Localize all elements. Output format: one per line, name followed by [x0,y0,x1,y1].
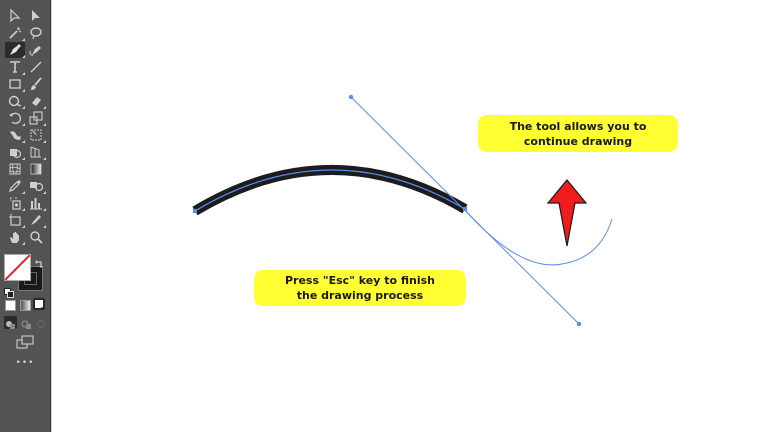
rectangle-tool[interactable] [5,76,25,92]
gradient-tool[interactable] [26,161,46,177]
anchor-point-end [463,207,467,211]
none-slash-icon [40,306,43,308]
draw-normal-icon [6,321,15,329]
swap-fill-stroke-button[interactable] [34,254,44,268]
shape-builder-tool[interactable] [5,144,25,160]
paintbrush-tool[interactable] [26,76,46,92]
paintbrush-icon [31,77,42,90]
tools-panel: ••• [0,0,51,432]
scale-tool[interactable] [26,110,46,126]
shaper-icon [8,95,22,107]
none-mode-button[interactable] [33,298,45,310]
fill-swatch[interactable] [4,254,31,281]
red-arrow-icon [546,179,588,247]
eraser-icon [32,97,41,106]
free-transform-icon [30,129,42,141]
magnifier-icon [30,231,43,244]
eyedropper-icon [9,180,21,192]
draw-inside-icon [37,320,45,328]
rectangle-icon [9,79,21,89]
zoom-tool[interactable] [26,229,46,245]
lasso-icon [30,27,42,40]
draw-behind-icon [21,320,31,329]
swap-arrow-icon [35,260,43,268]
column-graph-icon [30,198,42,210]
draw-inside-button[interactable] [35,316,48,329]
default-fill-stroke-button[interactable] [4,283,14,298]
type-t-icon [10,61,20,73]
drawing-svg [192,94,613,327]
direct-selection-arrow-icon [32,10,40,21]
perspective-grid-icon [30,146,41,158]
artboard-canvas[interactable]: The tool allows you to continue drawing … [51,0,768,432]
pen-tool[interactable] [5,42,25,58]
artboard-icon [9,214,21,226]
artboard-tool[interactable] [5,212,25,228]
perspective-grid-tool[interactable] [26,144,46,160]
handle-point-bottom [576,321,582,327]
handle-point-top [348,94,354,100]
slice-tool[interactable] [26,212,46,228]
callout-text: The tool allows you to continue drawing [509,119,647,148]
path-outline [194,169,466,212]
mesh-tool[interactable] [5,161,25,177]
direct-selection-tool[interactable] [26,8,46,24]
blend-icon [30,182,43,192]
eyedropper-tool[interactable] [5,178,25,194]
mesh-icon [9,163,21,175]
curvature-pen-icon [29,46,41,56]
symbol-sprayer-icon [10,197,21,210]
rotate-icon [9,112,21,124]
eraser-tool[interactable] [26,93,46,109]
hand-icon [10,232,19,243]
callout-text: Press "Esc" key to finish the drawing pr… [284,274,435,302]
draw-normal-button[interactable] [4,316,17,329]
rotate-tool[interactable] [5,110,25,126]
rubber-band-preview [464,209,613,266]
line-segment-icon [30,61,42,73]
anchor-point-start [193,209,197,213]
slice-knife-icon [31,215,41,225]
color-mode-button[interactable] [5,300,16,311]
none-slash-icon [5,255,30,280]
hand-tool[interactable] [5,229,25,245]
curvature-tool[interactable] [26,42,46,58]
screen-mode-button[interactable] [16,334,34,349]
draw-behind-button[interactable] [20,316,33,329]
selection-arrow-icon [10,9,21,23]
shaper-tool[interactable] [5,93,25,109]
line-segment-tool[interactable] [26,59,46,75]
lasso-tool[interactable] [26,25,46,41]
free-transform-tool[interactable] [26,127,46,143]
puppet-warp-tool[interactable] [5,127,25,143]
column-graph-tool[interactable] [26,195,46,211]
gradient-mode-button[interactable] [20,300,31,311]
puppet-warp-icon [10,131,21,140]
magic-wand-icon [9,26,22,39]
callout-press-esc: Press "Esc" key to finish the drawing pr… [254,270,466,306]
edit-toolbar-button[interactable]: ••• [15,358,35,368]
magic-wand-tool[interactable] [5,25,25,41]
pen-nib-icon [10,44,21,55]
scale-icon [29,111,43,125]
screen-mode-icon [16,335,34,349]
symbol-sprayer-tool[interactable] [5,195,25,211]
selection-tool[interactable] [5,8,25,24]
blend-tool[interactable] [26,178,46,194]
type-tool[interactable] [5,59,25,75]
default-colors-icon [4,288,14,298]
shape-builder-icon [10,149,22,159]
gradient-icon [30,163,42,175]
callout-continue-drawing: The tool allows you to continue drawing [478,115,678,152]
